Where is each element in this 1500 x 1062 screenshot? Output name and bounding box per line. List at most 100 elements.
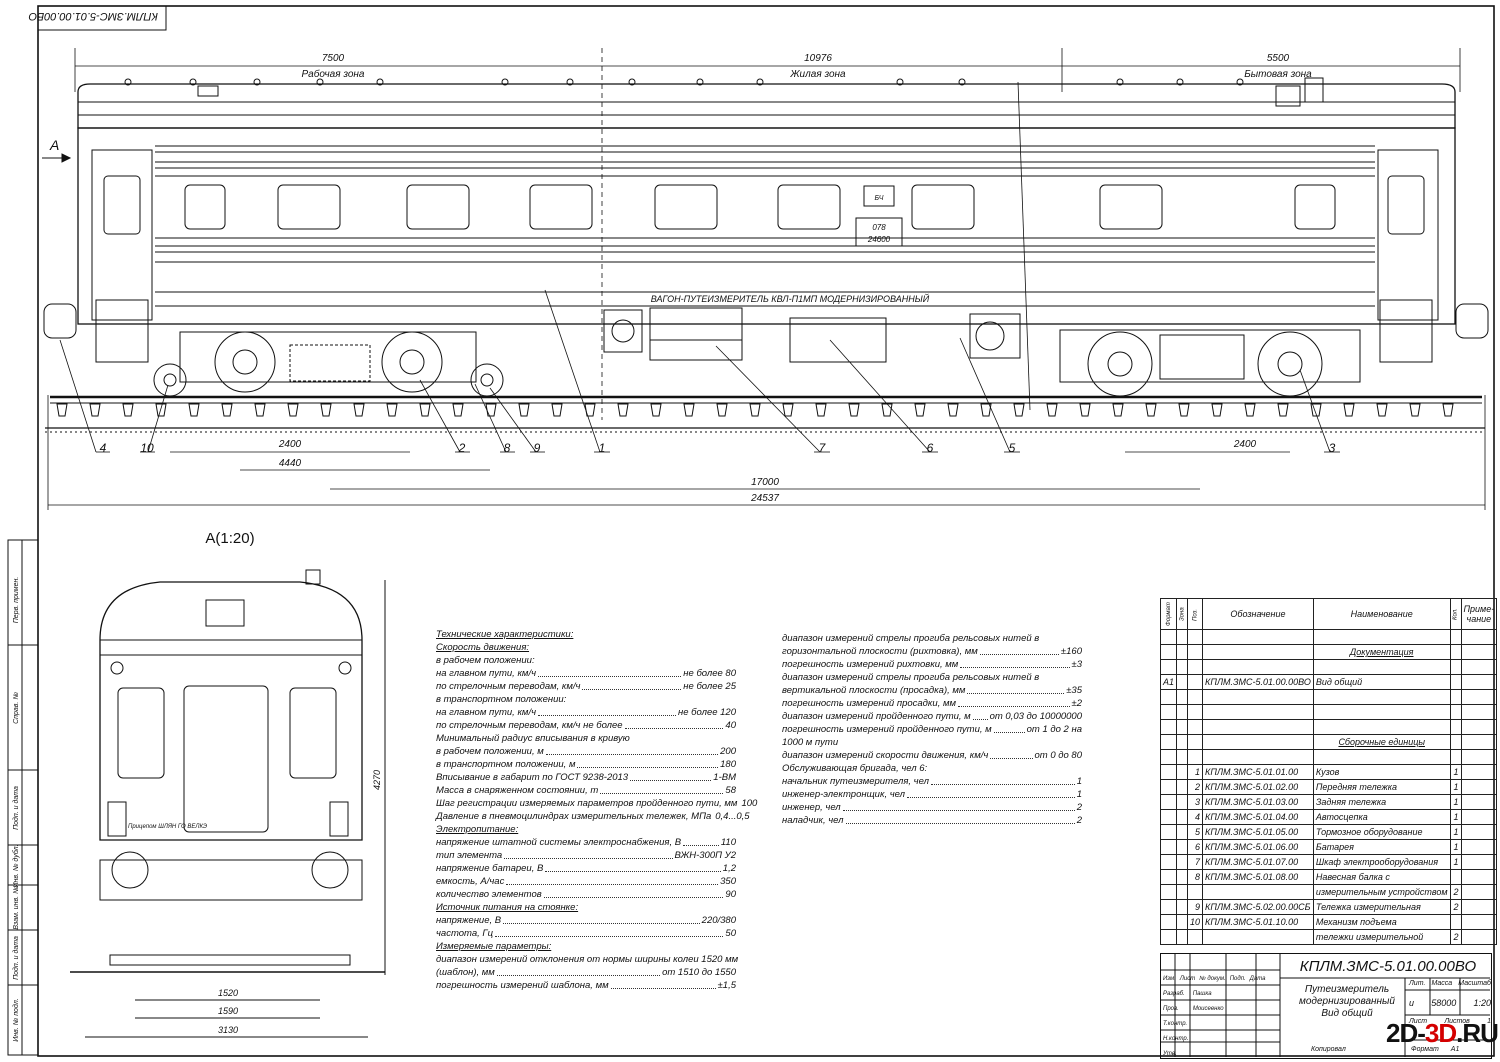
spec-value: 100 (741, 798, 758, 809)
spec-label: емкость, А/час (436, 876, 505, 887)
spec-label: погрешность измерений шаблона, мм (436, 980, 609, 991)
spec-leader-dots (503, 914, 700, 924)
spec-label: наладчик, чел (782, 815, 844, 826)
bom-zone-cell (1176, 854, 1189, 870)
spec-label: в рабочем положении, м (436, 746, 544, 757)
spec-label: в транспортном положении, м (436, 759, 576, 770)
bom-code-cell: КПЛМ.ЗМС-5.01.04.00 (1202, 809, 1314, 825)
spec-label: начальник путеизмерителя, чел (782, 776, 929, 787)
bom-note-cell (1460, 929, 1498, 945)
spec-line: диапазон измерений отклонения от нормы ш… (436, 953, 738, 966)
bom-qty-cell (1449, 704, 1462, 720)
specs-left: Технические характеристики:Скорость движ… (436, 628, 757, 992)
car-number-line-1: 078 (872, 223, 886, 232)
bom-format-cell (1159, 629, 1178, 645)
bom-format-cell: А1 (1159, 674, 1178, 690)
strip-label-1: Перв. примен. (13, 577, 20, 624)
spec-line: 1000 м пути (782, 736, 1082, 749)
bom-zone-cell (1176, 659, 1189, 675)
spec-label: инженер, чел (782, 802, 841, 813)
bom-name-cell: Механизм подъема (1312, 914, 1451, 930)
spec-line: Скорость движения: (436, 641, 736, 654)
bom-code-cell: КПЛМ.ЗМС-5.01.00.00ВО (1202, 674, 1314, 690)
spec-leader-dots (979, 645, 1059, 655)
spec-leader-dots (538, 706, 677, 716)
spec-label: на главном пути, км/ч (436, 668, 537, 679)
bom-note-cell (1460, 914, 1498, 930)
spec-line: Обслуживающая бригада, чел 6: (782, 762, 1082, 775)
bom-note-cell (1460, 884, 1498, 900)
bom-qty-cell (1449, 734, 1462, 750)
spec-leader-dots (624, 719, 724, 729)
bom-zone-cell (1176, 794, 1189, 810)
bom-note-cell (1460, 764, 1498, 780)
bom-format-cell (1159, 644, 1178, 660)
sleeper (1409, 403, 1421, 417)
bom-zone-cell (1176, 764, 1189, 780)
sleeper (1046, 403, 1058, 417)
bom-qty-cell (1449, 689, 1462, 705)
strip-label-4: Инв. № дубл. (12, 844, 20, 887)
sleeper (386, 403, 398, 417)
spec-text: Обслуживающая бригада, чел 6: (782, 763, 928, 774)
sleeper (1211, 403, 1223, 417)
dim-2400-front: 2400 (278, 439, 302, 450)
callout-6: 6 (927, 441, 934, 455)
bom-format-cell (1159, 659, 1178, 675)
spec-leader-dots (610, 979, 716, 989)
spec-label: по стрелочным переводам, км/ч (436, 681, 581, 692)
callout-8: 8 (504, 441, 511, 455)
bom-header-row: Формат Зона Поз. Обозначение Наименовани… (1160, 598, 1498, 630)
bom-pos-cell (1187, 734, 1204, 750)
spec-leader-dots (990, 749, 1033, 759)
spec-leader-dots (960, 658, 1070, 668)
bom-zone-cell (1176, 629, 1189, 645)
tb-role-date: Дата (1249, 976, 1266, 982)
spec-label: инженер-электронщик, чел (782, 789, 905, 800)
spec-line: Электропитание: (436, 823, 736, 836)
bom-pos-cell (1187, 644, 1204, 660)
title-block: КПЛМ.ЗМС-5.01.00.00ВО Путеизмеритель мод… (1160, 953, 1492, 1059)
bom-name-cell (1312, 659, 1451, 675)
tb-lit-label: Лит. (1409, 980, 1426, 987)
spec-value: 110 (720, 837, 736, 848)
bom-pos-cell (1187, 659, 1204, 675)
spec-value: 50 (725, 928, 736, 939)
bom-zone-cell (1176, 749, 1189, 765)
spec-leader-dots (545, 862, 721, 872)
spec-label: Давление в пневмоцилиндрах измерительных… (436, 811, 712, 822)
bom-note-cell (1460, 674, 1498, 690)
spec-label: горизонтальной плоскости (рихтовка), мм (782, 646, 978, 657)
bom-qty-cell: 2 (1449, 884, 1462, 900)
spec-line: погрешность измерений рихтовки, мм±3 (782, 658, 1082, 671)
spec-value: ±35 (1066, 685, 1082, 696)
bom-pos-cell: 10 (1187, 914, 1204, 930)
bom-qty-cell (1449, 629, 1462, 645)
bottom-dimension-lines (47, 395, 1486, 510)
bom-note-cell (1460, 704, 1498, 720)
spec-value: не более 80 (683, 668, 736, 679)
spec-label: по стрелочным переводам, км/ч не более (436, 720, 623, 731)
sleeper (881, 403, 893, 417)
sleeper (584, 403, 596, 417)
bom-note-cell (1460, 749, 1498, 765)
sleeper (122, 403, 134, 417)
bom-code-cell: КПЛМ.ЗМС-5.01.10.00 (1202, 914, 1314, 930)
spec-line: диапазон измерений стрелы прогиба рельсо… (782, 671, 1082, 684)
bom-name-cell: Навесная балка с (1312, 869, 1451, 885)
bom-format-cell (1159, 914, 1178, 930)
callout-5: 5 (1009, 441, 1016, 455)
bom-qty-cell (1449, 719, 1462, 735)
sleeper (1343, 403, 1355, 417)
bom-pos-cell: 1 (1187, 764, 1204, 780)
bom-qty-cell: 1 (1449, 794, 1462, 810)
